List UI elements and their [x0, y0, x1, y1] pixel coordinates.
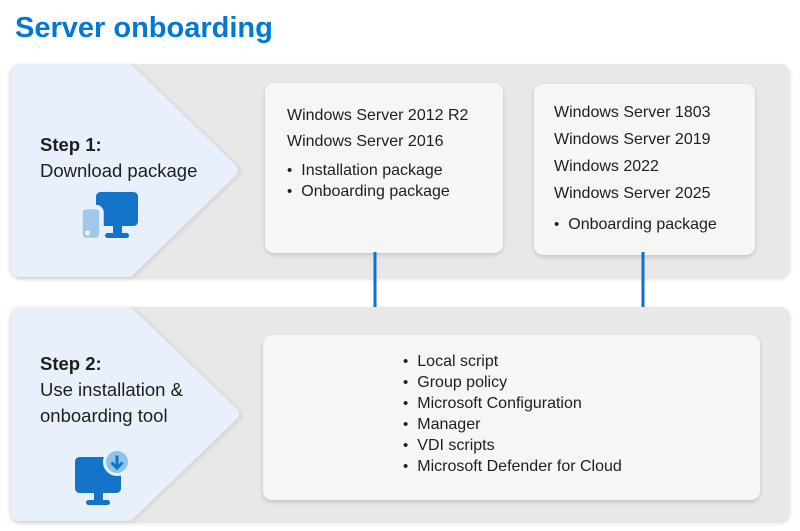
modern-servers-card: Windows Server 1803 Windows Server 2019 … — [534, 84, 755, 255]
list-item: Onboarding package — [287, 181, 503, 202]
step2-label: Step 2: — [40, 353, 102, 374]
list-item: VDI scripts — [403, 435, 760, 456]
step1-chevron — [11, 64, 238, 277]
os-name: Windows 2022 — [554, 158, 659, 175]
modern-package-list: Onboarding package — [554, 214, 755, 235]
list-item: Onboarding package — [554, 214, 755, 235]
bullet-label: Microsoft Configuration — [417, 395, 582, 412]
bullet-label: Onboarding package — [568, 216, 717, 233]
step1-text: Step 1: Download package — [40, 132, 197, 184]
list-item: Group policy — [403, 372, 760, 393]
os-name: Windows Server 2019 — [554, 131, 711, 148]
page-title: Server onboarding — [15, 12, 273, 44]
list-item: Microsoft Defender for Cloud — [403, 456, 760, 477]
list-item: Manager — [403, 414, 760, 435]
legacy-package-list: Installation package Onboarding package — [287, 160, 503, 202]
os-name: Windows Server 2012 R2 — [287, 107, 469, 124]
step2-text: Step 2: Use installation & onboarding to… — [40, 351, 220, 429]
os-name: Windows Server 2016 — [287, 133, 444, 150]
bullet-label: Microsoft Defender for Cloud — [417, 458, 622, 475]
monitor-phone-icon — [78, 192, 138, 243]
step1-description: Download package — [40, 160, 198, 181]
os-name: Windows Server 1803 — [554, 104, 711, 121]
monitor-download-icon — [75, 449, 131, 505]
step2-chevron — [11, 307, 239, 521]
bullet-label: VDI scripts — [417, 437, 495, 454]
list-item: Installation package — [287, 160, 503, 181]
step1-label: Step 1: — [40, 134, 102, 155]
os-name: Windows Server 2025 — [554, 185, 711, 202]
onboarding-tools-card: Local script Group policy Microsoft Conf… — [263, 335, 760, 500]
bullet-label: Manager — [417, 416, 481, 433]
list-item: Local script — [403, 351, 760, 372]
legacy-servers-card: Windows Server 2012 R2 Windows Server 20… — [265, 83, 503, 253]
bullet-label: Onboarding package — [301, 183, 450, 200]
step2-description: Use installation & onboarding tool — [40, 379, 183, 426]
bullet-label: Installation package — [301, 162, 443, 179]
bullet-label: Local script — [417, 353, 499, 370]
bullet-label: Group policy — [417, 374, 508, 391]
list-item: Microsoft Configuration — [403, 393, 760, 414]
